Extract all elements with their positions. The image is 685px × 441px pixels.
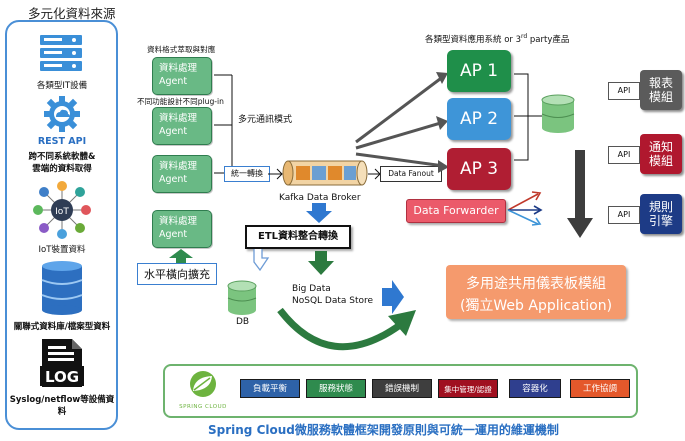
to-kafka-arrow [268, 168, 283, 180]
module-notify: 通知模組 [640, 134, 682, 174]
server-rack-icon [40, 35, 82, 71]
module-rules: 規則引擎 [640, 194, 682, 234]
ap1-box: AP 1 [447, 50, 511, 92]
multi-comm-label: 多元通訊模式 [238, 115, 293, 125]
agent-box-4: 資料處理 Agent [152, 210, 212, 248]
svc-service-status: 服務狀態 [306, 379, 366, 398]
apps-title: 各類型資料應用系統 or 3rd party產品 [425, 33, 569, 45]
unify-convert-box: 統一轉換 [224, 166, 270, 182]
spring-logo-text: SPRING CLOUD [179, 404, 227, 410]
source-label-cloud-data: 雲端的資料取得 [32, 164, 92, 174]
api-box-notify: API [608, 146, 640, 164]
api-box-rules: API [608, 206, 640, 224]
svc-error-handling: 錯誤機制 [372, 379, 432, 398]
forward-branch-arrows [507, 191, 543, 226]
nosql-label: NoSQL Data Store [292, 296, 374, 306]
database-icon [41, 261, 83, 315]
cloud-gear-icon [44, 96, 80, 132]
svc-central-auth: 集中管理/認證 [438, 379, 498, 398]
etl-to-bigdata-arrow [308, 251, 334, 275]
apps-title-sup: rd [521, 33, 528, 41]
scale-up-arrow [169, 249, 193, 263]
ap-db-connector [514, 73, 542, 161]
sources-title: 多元化資料來源 [28, 6, 116, 21]
agent-connector-lines [214, 74, 233, 180]
agent-box-3: 資料處理 Agent [152, 155, 212, 193]
db-label: DB [236, 317, 250, 327]
svc-containerize: 容器化 [509, 379, 561, 398]
source-label-it-devices: 各類型IT設備 [36, 81, 88, 91]
agent-box-2: 資料處理 Agent [152, 107, 212, 145]
ap3-box: AP 3 [447, 148, 511, 190]
spring-caption: Spring Cloud微服務軟體框架開發原則與可統一運用的維運機制 [208, 423, 559, 437]
ap-shared-db-icon [541, 94, 575, 133]
agent-box-1: 資料處理 Agent [152, 57, 212, 95]
api-box-report: API [608, 82, 640, 100]
log-badge-text: LOG [45, 368, 79, 386]
dashboard-line2: (獨立Web Application) [459, 298, 613, 314]
source-label-rest-api: REST API [37, 136, 87, 147]
iot-hub-icon: IoT [33, 181, 91, 239]
agent-note-format: 資料格式萃取與對應 [147, 45, 216, 54]
db-cylinder-icon [227, 280, 257, 315]
kafka-label: Kafka Data Broker [279, 193, 361, 203]
apps-title-post: party產品 [527, 35, 570, 45]
source-label-database: 關聯式資料庫/檔案型資料 [13, 322, 111, 332]
kafka-broker-icon [282, 160, 368, 186]
svc-job-coordination: 工作協調 [570, 379, 630, 398]
source-label-cross-system: 跨不同系統軟體& [28, 152, 96, 162]
scale-out-label: 水平橫向擴充 [137, 263, 217, 285]
svc-load-balance: 負載平衡 [240, 379, 300, 398]
source-label-syslog: Syslog/netflow等設備資料 [9, 395, 115, 417]
bigdata-label: Big Data [292, 284, 331, 294]
dashboard-line1: 多用途共用儀表板模組 [466, 276, 606, 292]
to-dashboard-arrow [382, 280, 404, 314]
data-fanout-box: Data Fanout [380, 166, 442, 182]
apps-to-modules-arrow [567, 150, 593, 238]
agent-note-plugin: 不同功能設計不同plug-in [137, 97, 224, 106]
ap2-box: AP 2 [447, 98, 511, 140]
log-file-icon: LOG [40, 339, 84, 387]
curved-feedback-arrow [277, 307, 416, 351]
etl-to-db-arrow [253, 249, 270, 271]
etl-box: ETL資料整合轉換 [245, 225, 351, 249]
fanout-lines [355, 72, 449, 173]
module-report: 報表模組 [640, 70, 682, 110]
data-forwarder-box: Data Forwarder [406, 199, 506, 223]
spring-leaf-icon [190, 371, 216, 397]
iot-badge-text: IoT [55, 207, 69, 217]
dashboard-box: 多用途共用儀表板模組 (獨立Web Application) [446, 265, 626, 319]
kafka-to-etl-arrow [306, 203, 332, 223]
apps-title-pre: 各類型資料應用系統 or 3 [425, 35, 522, 45]
source-label-iot: IoT裝置資料 [38, 245, 86, 255]
